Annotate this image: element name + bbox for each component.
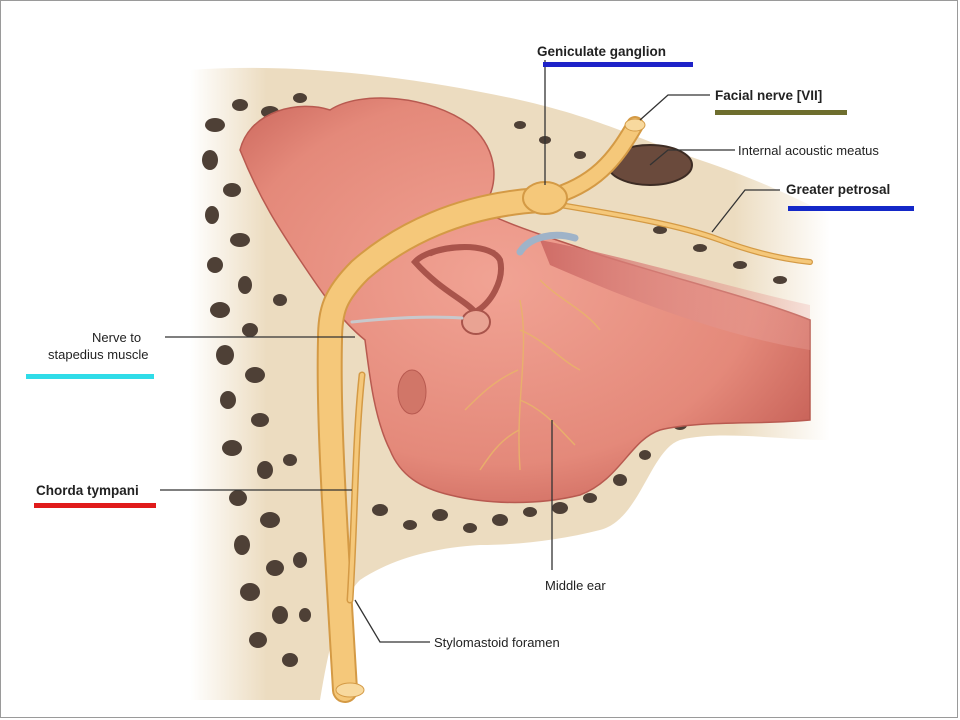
middle-ear-cavity (239, 97, 811, 504)
round-window (397, 369, 427, 415)
geniculate-ganglion-body (522, 181, 568, 215)
underline-greater-petrosal (788, 206, 914, 211)
label-internal-acoustic-meatus: Internal acoustic meatus (738, 143, 879, 158)
underline-facial-nerve (715, 110, 847, 115)
label-geniculate-ganglion: Geniculate ganglion (537, 44, 667, 59)
stapes (410, 244, 504, 316)
underline-geniculate-ganglion (543, 62, 693, 67)
stapes-footplate (461, 309, 491, 335)
nerve-to-stapedius (350, 315, 464, 324)
leader-lines (160, 60, 780, 643)
label-facial-nerve: Facial nerve [VII] (715, 88, 823, 103)
membrane-vessels (464, 279, 601, 471)
label-chorda-tympani: Chorda tympani (36, 483, 139, 498)
label-middle-ear: Middle ear (545, 578, 606, 593)
leader-meatus (649, 149, 735, 166)
leader-stylomastoid (354, 599, 430, 643)
label-stylomastoid-foramen: Stylomastoid foramen (434, 635, 560, 650)
label-nerve-to-stapedius-line1: Nerve to (92, 330, 142, 345)
label-nerve-to-stapedius-line2: stapedius muscle (48, 347, 149, 362)
leader-facial (639, 94, 710, 121)
label-greater-petrosal: Greater petrosal (786, 182, 891, 197)
underline-nerve-to-stapedius (26, 374, 154, 379)
facial-nerve-cut-end (335, 682, 365, 698)
cochleariform-process (516, 231, 579, 256)
bone-air-cells (202, 93, 787, 667)
ossicles (410, 244, 504, 335)
underline-chorda-tympani (34, 503, 156, 508)
facial-nerve-stump (624, 118, 646, 132)
leader-greater-petrosal (711, 189, 780, 233)
incus (429, 246, 496, 257)
tensor-tympani-muscle (540, 240, 810, 350)
